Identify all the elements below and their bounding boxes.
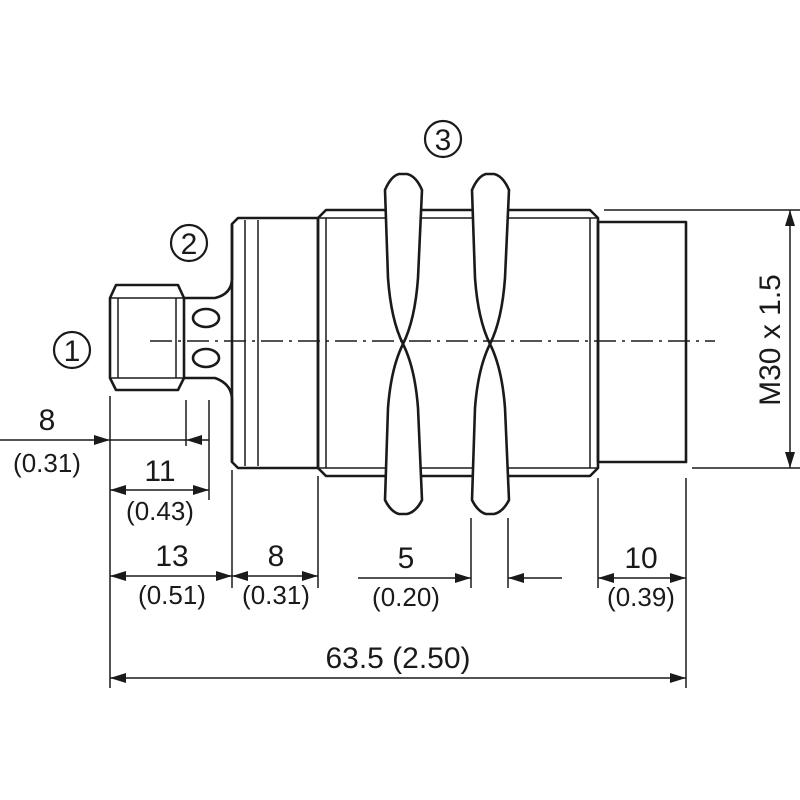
connector-plug (108, 283, 186, 392)
svg-text:3: 3 (435, 124, 452, 157)
svg-text:(0.43): (0.43) (126, 496, 194, 526)
svg-text:13: 13 (155, 540, 188, 573)
svg-text:8: 8 (39, 404, 56, 437)
svg-text:11: 11 (144, 455, 175, 488)
svg-text:(0.20): (0.20) (372, 582, 440, 612)
callout-2: 2 (169, 223, 209, 263)
dimension-thread: M30 x 1.5 (754, 210, 795, 468)
svg-text:8: 8 (268, 540, 285, 573)
dimension-13: 13 (0.51) (110, 540, 232, 610)
mounting-nut-left (383, 172, 424, 516)
extension-lines (109, 209, 800, 688)
front-cap (596, 220, 688, 464)
svg-text:2: 2 (181, 228, 198, 261)
mounting-nut-right (470, 172, 511, 516)
dimension-11: 11 (0.43) (110, 455, 209, 526)
svg-text:M30 x 1.5: M30 x 1.5 (754, 274, 787, 406)
svg-text:5: 5 (398, 542, 415, 575)
svg-text:(0.31): (0.31) (242, 580, 310, 610)
dimension-5-nut: 5 (0.20) (358, 542, 562, 612)
dimension-total-length: 63.5 (2.50) (110, 642, 686, 683)
svg-text:(0.31): (0.31) (13, 448, 81, 478)
svg-text:10: 10 (624, 542, 657, 575)
led-lower (191, 347, 221, 369)
led-upper (191, 307, 221, 329)
collar (230, 216, 320, 470)
callout-3: 3 (423, 119, 463, 159)
svg-text:63.5 (2.50): 63.5 (2.50) (325, 642, 470, 675)
callout-1: 1 (52, 330, 92, 370)
svg-text:(0.51): (0.51) (138, 580, 206, 610)
dimension-8-collar: 8 (0.31) (232, 540, 318, 610)
svg-text:(0.39): (0.39) (607, 582, 675, 612)
dimension-10-cap: 10 (0.39) (598, 542, 686, 612)
dimension-8-plug: 8 (0.31) (0, 404, 209, 478)
svg-text:1: 1 (64, 335, 81, 368)
threaded-barrel (316, 208, 600, 478)
